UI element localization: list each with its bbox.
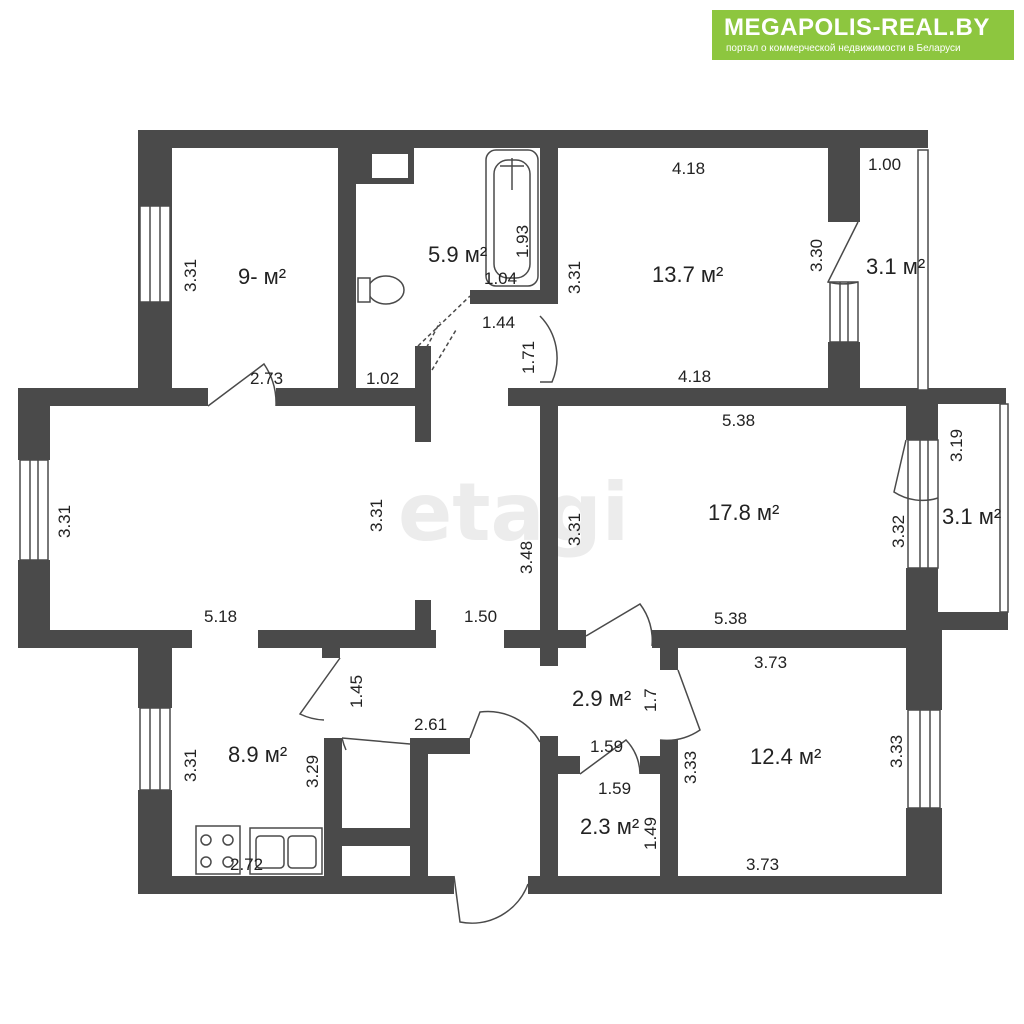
area-closet-a: 2.9 м²	[572, 686, 631, 711]
area-bedroom-se: 12.4 м²	[750, 744, 821, 769]
dim-label: 3.31	[565, 261, 584, 294]
dim-label: 1.93	[513, 225, 532, 258]
area-bedroom-ne: 13.7 м²	[652, 262, 723, 287]
dim-label: 3.73	[746, 855, 779, 874]
dim-label: 1.59	[598, 779, 631, 798]
dim-label: 1.00	[868, 155, 901, 174]
watermark: etagi	[398, 466, 629, 559]
dim-label: 3.48	[517, 541, 536, 574]
dim-label: 3.31	[181, 749, 200, 782]
dim-label: 3.33	[681, 751, 700, 784]
dim-label: 5.38	[714, 609, 747, 628]
dim-label: 3.31	[181, 259, 200, 292]
dim-label: 3.19	[947, 429, 966, 462]
area-bath: 5.9 м²	[428, 242, 487, 267]
dim-label: 1.50	[464, 607, 497, 626]
area-labels: 9- м² 5.9 м² 13.7 м² 3.1 м² 17.8 м² 3.1 …	[228, 242, 1001, 839]
area-living: 17.8 м²	[708, 500, 779, 525]
walls	[18, 130, 1008, 894]
toilet-icon	[367, 275, 405, 305]
dim-label: 2.61	[414, 715, 447, 734]
dim-label: 3.31	[367, 499, 386, 532]
dim-label: 1.59	[590, 737, 623, 756]
dim-label: 1.49	[641, 817, 660, 850]
logo-title: MEGAPOLIS-REAL.BY	[724, 14, 990, 41]
area-balcony-ne: 3.1 м²	[866, 254, 925, 279]
dim-label: 3.29	[303, 755, 322, 788]
logo-subtitle: портал о коммерческой недвижимости в Бел…	[726, 43, 961, 54]
dimension-labels: 3.31 2.73 1.02 1.93 1.04 1.44 1.71 3.31 …	[55, 155, 966, 874]
stove-icon	[195, 825, 241, 875]
dim-label: 2.72	[230, 855, 263, 874]
logo-banner: MEGAPOLIS-REAL.BY портал о коммерческой …	[712, 10, 1014, 60]
dim-label: 3.30	[807, 239, 826, 272]
dim-label: 1.45	[347, 675, 366, 708]
dim-label: 3.31	[55, 505, 74, 538]
area-kitchen: 8.9 м²	[228, 742, 287, 767]
area-room-nw: 9- м²	[238, 264, 286, 289]
dim-label: 3.33	[887, 735, 906, 768]
dim-label: 1.7	[641, 688, 660, 712]
dim-label: 1.71	[519, 341, 538, 374]
dim-label: 1.02	[366, 369, 399, 388]
dim-label: 1.04	[484, 269, 517, 288]
dim-label: 4.18	[672, 159, 705, 178]
windows	[19, 149, 1009, 809]
dim-label: 3.73	[754, 653, 787, 672]
dim-label: 5.38	[722, 411, 755, 430]
fixtures	[195, 149, 539, 875]
dim-label: 1.44	[482, 313, 515, 332]
area-balcony-e: 3.1 м²	[942, 504, 1001, 529]
dim-label: 2.73	[250, 369, 283, 388]
dim-label: 4.18	[678, 367, 711, 386]
dim-label: 5.18	[204, 607, 237, 626]
dim-label: 3.32	[889, 515, 908, 548]
dim-label: 3.31	[565, 513, 584, 546]
area-closet-b: 2.3 м²	[580, 814, 639, 839]
door-swings	[207, 221, 939, 924]
